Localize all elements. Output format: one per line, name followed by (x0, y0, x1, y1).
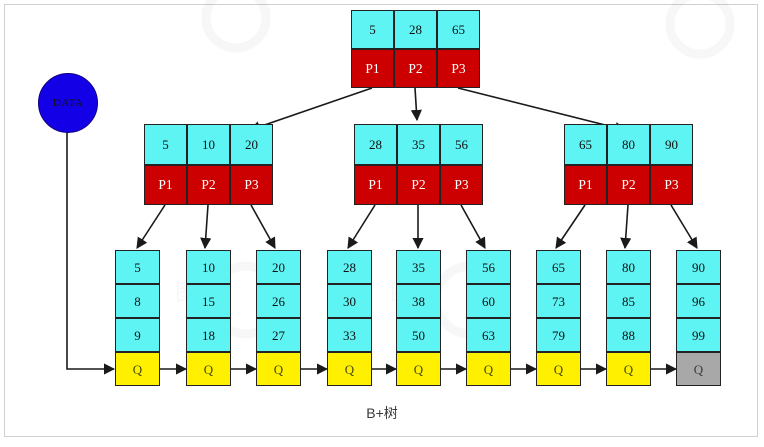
internal-pointer-cell: P3 (230, 165, 273, 205)
root-key-cell: 28 (394, 10, 437, 49)
leaf-value-cell: 38 (396, 284, 441, 318)
internal-pointer-cell: P1 (564, 165, 607, 205)
leaf-link-cell: Q (396, 352, 441, 386)
internal-key-cell: 56 (440, 124, 483, 165)
leaf-node: 56 60 63 Q (466, 250, 511, 386)
leaf-value-cell: 73 (536, 284, 581, 318)
root-node: 5 28 65 P1 P2 P3 (351, 10, 480, 88)
leaf-link-cell: Q (536, 352, 581, 386)
leaf-value-cell: 10 (186, 250, 231, 284)
leaf-value-cell: 50 (396, 318, 441, 352)
root-pointer-cell: P2 (394, 49, 437, 88)
internal-key-cell: 90 (650, 124, 693, 165)
root-pointer-cell: P3 (437, 49, 480, 88)
leaf-node: 28 30 33 Q (327, 250, 372, 386)
internal-key-cell: 20 (230, 124, 273, 165)
root-key-cell: 65 (437, 10, 480, 49)
internal-pointer-cell: P2 (607, 165, 650, 205)
leaf-value-cell: 35 (396, 250, 441, 284)
leaf-value-cell: 90 (676, 250, 721, 284)
internal-pointer-cell: P2 (187, 165, 230, 205)
leaf-value-cell: 79 (536, 318, 581, 352)
leaf-link-cell: Q (606, 352, 651, 386)
internal-node: 28 35 56 P1 P2 P3 (354, 124, 483, 205)
internal-node: 5 10 20 P1 P2 P3 (144, 124, 273, 205)
leaf-node: 10 15 18 Q (186, 250, 231, 386)
leaf-value-cell: 9 (115, 318, 160, 352)
leaf-node: 5 8 9 Q (115, 250, 160, 386)
diagram-caption: B+树 (366, 405, 398, 421)
internal-pointer-cell: P1 (144, 165, 187, 205)
leaf-link-cell: Q (327, 352, 372, 386)
leaf-value-cell: 27 (256, 318, 301, 352)
internal-node: 65 80 90 P1 P2 P3 (564, 124, 693, 205)
leaf-value-cell: 85 (606, 284, 651, 318)
leaf-value-cell: 20 (256, 250, 301, 284)
leaf-value-cell: 8 (115, 284, 160, 318)
leaf-link-cell: Q (115, 352, 160, 386)
internal-pointer-cell: P1 (354, 165, 397, 205)
leaf-node: 20 26 27 Q (256, 250, 301, 386)
leaf-value-cell: 96 (676, 284, 721, 318)
diagram-frame (4, 4, 758, 437)
leaf-value-cell: 63 (466, 318, 511, 352)
leaf-value-cell: 99 (676, 318, 721, 352)
leaf-value-cell: 65 (536, 250, 581, 284)
leaf-link-cell-terminal: Q (676, 352, 721, 386)
leaf-link-cell: Q (256, 352, 301, 386)
leaf-node: 90 96 99 Q (676, 250, 721, 386)
internal-key-cell: 35 (397, 124, 440, 165)
leaf-value-cell: 18 (186, 318, 231, 352)
root-pointer-cell: P1 (351, 49, 394, 88)
leaf-value-cell: 80 (606, 250, 651, 284)
internal-pointer-cell: P3 (650, 165, 693, 205)
leaf-value-cell: 60 (466, 284, 511, 318)
leaf-value-cell: 26 (256, 284, 301, 318)
internal-key-cell: 5 (144, 124, 187, 165)
internal-pointer-cell: P2 (397, 165, 440, 205)
internal-key-cell: 28 (354, 124, 397, 165)
leaf-value-cell: 15 (186, 284, 231, 318)
leaf-link-cell: Q (466, 352, 511, 386)
leaf-node: 65 73 79 Q (536, 250, 581, 386)
leaf-value-cell: 56 (466, 250, 511, 284)
leaf-link-cell: Q (186, 352, 231, 386)
leaf-value-cell: 28 (327, 250, 372, 284)
leaf-value-cell: 30 (327, 284, 372, 318)
internal-key-cell: 80 (607, 124, 650, 165)
leaf-node: 35 38 50 Q (396, 250, 441, 386)
leaf-node: 80 85 88 Q (606, 250, 651, 386)
leaf-value-cell: 88 (606, 318, 651, 352)
leaf-value-cell: 33 (327, 318, 372, 352)
internal-key-cell: 65 (564, 124, 607, 165)
leaf-value-cell: 5 (115, 250, 160, 284)
internal-key-cell: 10 (187, 124, 230, 165)
internal-pointer-cell: P3 (440, 165, 483, 205)
data-node-label: DATA (52, 97, 84, 109)
data-node: DATA (38, 73, 98, 133)
root-key-cell: 5 (351, 10, 394, 49)
